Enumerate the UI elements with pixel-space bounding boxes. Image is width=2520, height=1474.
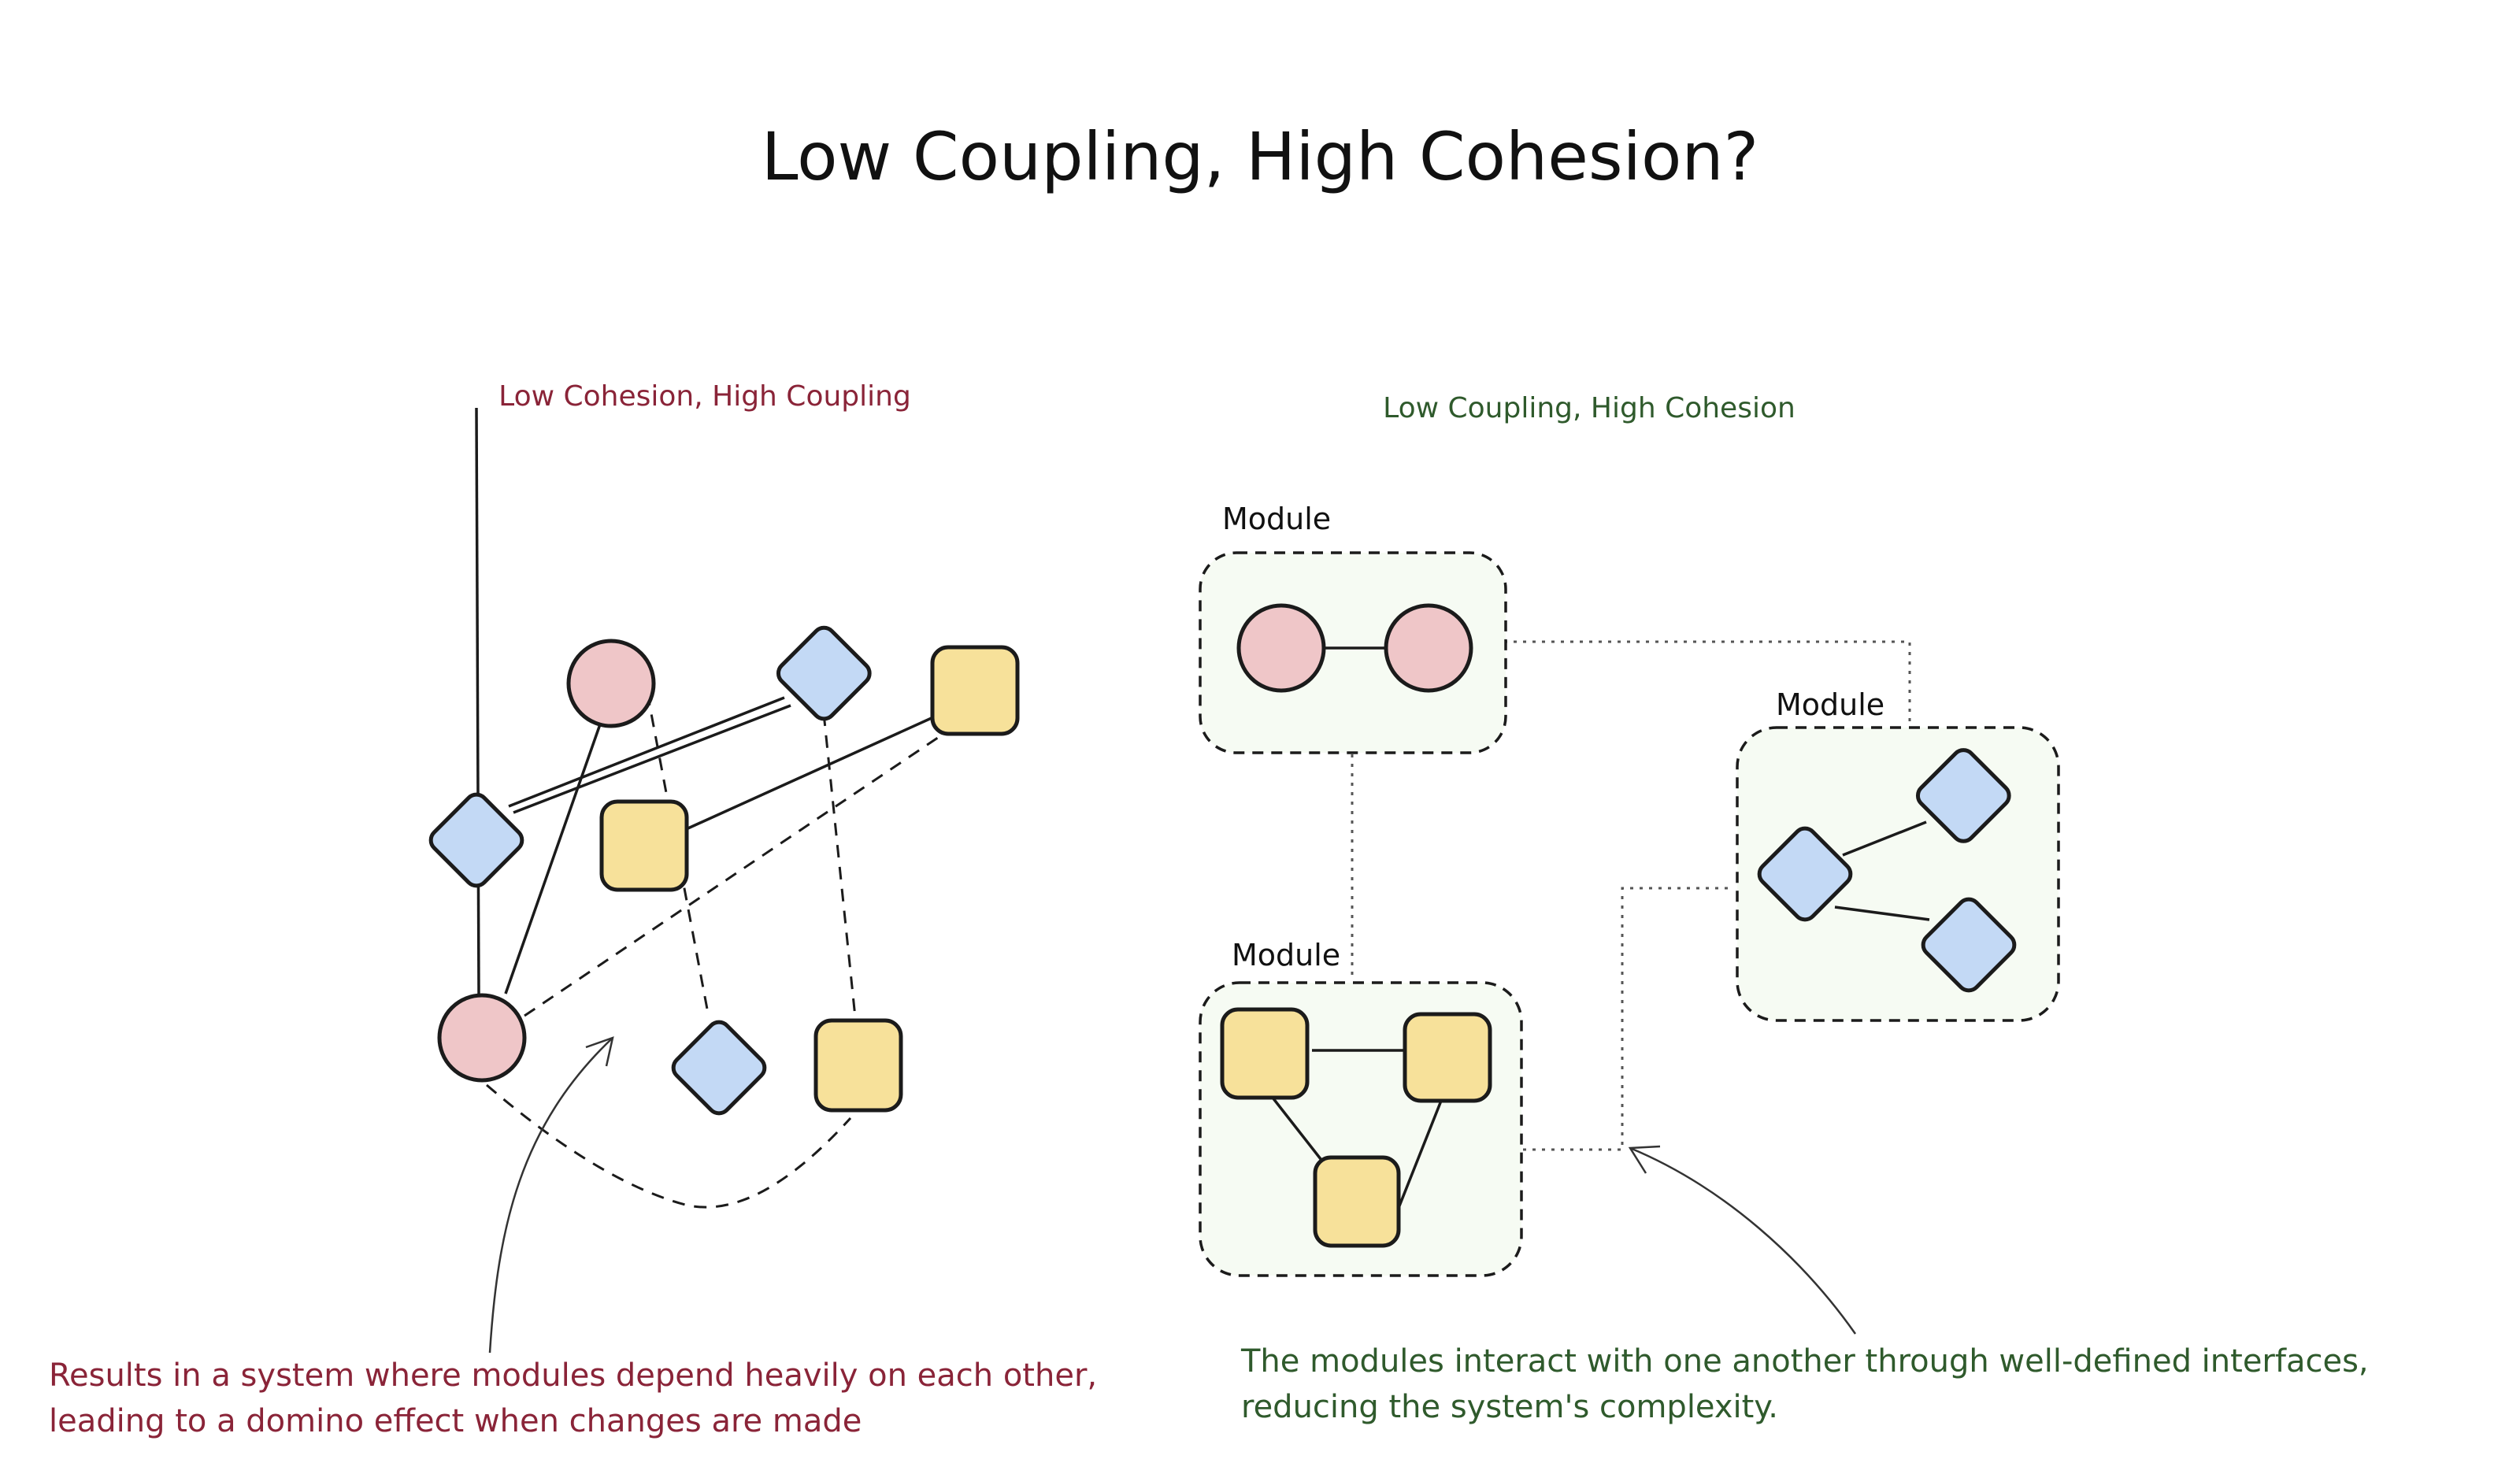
diamond-node-icon (776, 625, 872, 721)
module-squares: Module (1199, 938, 1523, 1277)
module-circles: Module (1199, 502, 1507, 754)
curved-arrow-icon (488, 1036, 614, 1354)
square-node-icon (599, 799, 689, 892)
module-label: Module (1776, 687, 1884, 722)
edge (673, 712, 943, 836)
circle-node-icon (437, 993, 527, 1083)
curved-arrow-icon (1628, 1145, 1857, 1335)
edge (1834, 906, 1930, 921)
circle-node-icon (1384, 603, 1473, 693)
edge (504, 692, 613, 994)
left-nodes (428, 625, 1020, 1116)
diamond-node-icon (671, 1020, 767, 1116)
square-node-icon (1313, 1155, 1401, 1248)
module-label: Module (1232, 938, 1340, 972)
circle-node-icon (1236, 603, 1326, 693)
square-node-icon (813, 1018, 903, 1113)
edge (1397, 1100, 1443, 1209)
interface-link (1523, 887, 1732, 1151)
diamond-node-icon (1915, 748, 2011, 843)
left-note-line2: leading to a domino effect when changes … (49, 1403, 862, 1439)
edge (822, 713, 857, 1018)
diagram-title: Low Coupling, High Cohesion? (762, 118, 1758, 195)
edge (508, 696, 785, 808)
module-box (1199, 551, 1507, 754)
edge (1842, 820, 1927, 857)
module-label: Module (1222, 502, 1331, 536)
right-note-line1: The modules interact with one another th… (1240, 1343, 2369, 1380)
interface-link (1504, 640, 1911, 728)
module-diamonds: Module (1736, 687, 2060, 1022)
edge (524, 726, 954, 1017)
module-interfaces (1351, 640, 1911, 1151)
edge (1271, 1096, 1331, 1172)
edge (475, 407, 480, 994)
right-note-line2: reducing the system's complexity. (1241, 1389, 1778, 1425)
diamond-node-icon (428, 792, 524, 888)
left-subtitle: Low Cohesion, High Coupling (498, 380, 911, 413)
diamond-node-icon (1757, 826, 1853, 922)
edge (486, 1083, 852, 1209)
diamond-node-icon (1921, 897, 2017, 993)
square-node-icon (1403, 1012, 1492, 1103)
square-node-icon (930, 645, 1020, 736)
circle-node-icon (566, 639, 656, 728)
left-note-line1: Results in a system where modules depend… (49, 1357, 1097, 1394)
edge (513, 704, 791, 814)
square-node-icon (1220, 1007, 1310, 1100)
right-subtitle: Low Coupling, High Cohesion (1383, 392, 1796, 424)
